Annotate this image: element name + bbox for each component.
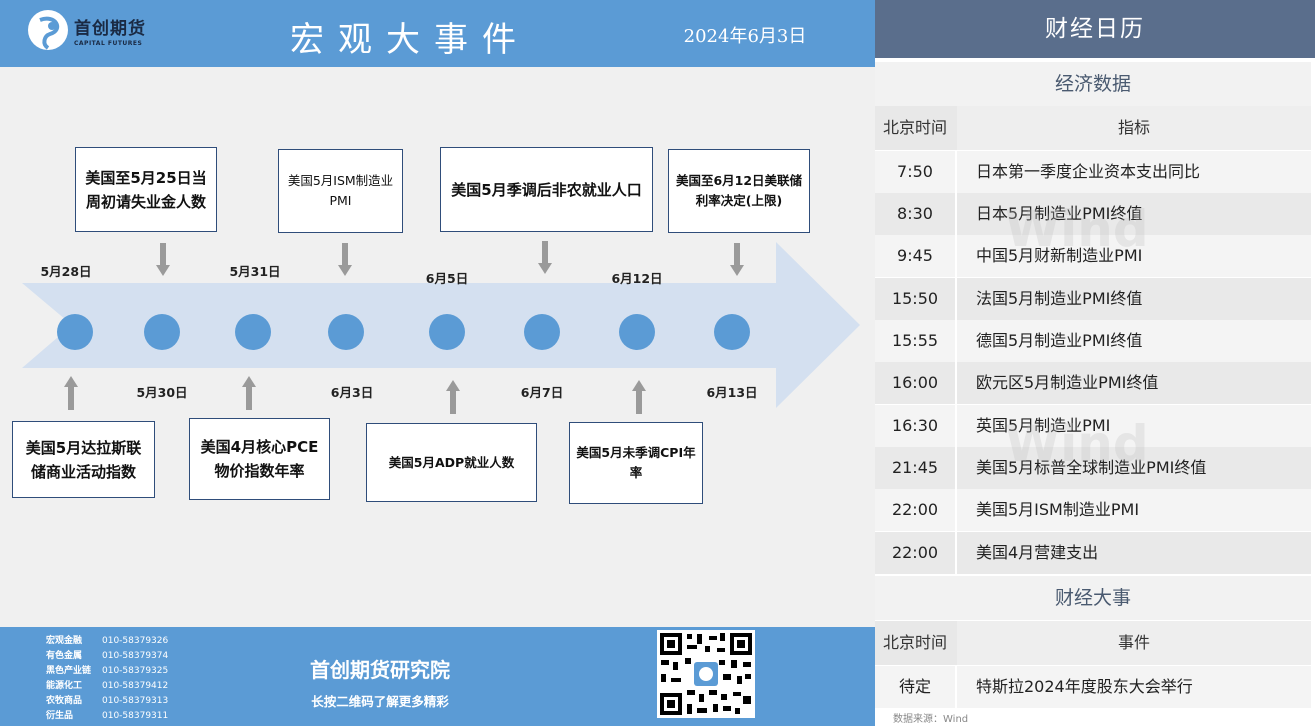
event-box: 美国5月ISM制造业PMI <box>278 149 403 233</box>
event-box: 美国4月核心PCE物价指数年率 <box>189 418 330 500</box>
qr-code-icon[interactable] <box>657 630 755 718</box>
arrow-down-icon <box>338 243 352 276</box>
qr-prompt: 长按二维码了解更多精彩 <box>311 694 449 709</box>
timeline-date: 5月28日 <box>40 264 92 279</box>
capital-futures-logo-icon <box>28 10 68 50</box>
arrow-up-icon <box>64 376 78 410</box>
event-box: 美国5月达拉斯联储商业活动指数 <box>12 421 155 498</box>
event-box: 美国5月ADP就业人数 <box>366 423 537 502</box>
table-row: 待定特斯拉2024年度股东大会举行 <box>875 666 1311 708</box>
timeline-date: 6月3日 <box>330 385 374 400</box>
macro-events-panel: 首创期货 CAPITAL FUTURES 宏观大事件 2024年6月3日 5月2… <box>0 0 875 726</box>
timeline-date: 6月7日 <box>520 385 564 400</box>
timeline-date: 6月5日 <box>425 271 469 286</box>
timeline-arrow <box>22 242 860 408</box>
top-banner: 首创期货 CAPITAL FUTURES 宏观大事件 2024年6月3日 <box>0 0 875 67</box>
timeline-date: 5月31日 <box>229 264 281 279</box>
logo-subtext: CAPITAL FUTURES <box>74 40 143 47</box>
arrow-down-icon <box>730 243 744 276</box>
events-table-header: 北京时间 事件 <box>875 621 1311 665</box>
timeline-dot <box>57 314 93 350</box>
wind-watermark: Wind <box>1005 415 1149 473</box>
arrow-up-icon <box>446 380 460 414</box>
timeline-dot <box>429 314 465 350</box>
timeline-dot <box>235 314 271 350</box>
timeline-dot <box>144 314 180 350</box>
calendar-title: 财经日历 <box>875 0 1315 58</box>
timeline-dot <box>714 314 750 350</box>
timeline-date: 6月12日 <box>611 271 663 286</box>
event-box: 美国5月季调后非农就业人口 <box>440 147 653 232</box>
timeline-dot <box>328 314 364 350</box>
research-institute-name: 首创期货研究院 <box>310 658 450 682</box>
timeline-dot <box>524 314 560 350</box>
col-indicator-header: 指标 <box>957 106 1311 150</box>
arrow-up-icon <box>242 376 256 410</box>
col-event-header: 事件 <box>957 621 1311 665</box>
event-box: 美国5月未季调CPI年率 <box>569 422 703 504</box>
arrow-down-icon <box>156 243 170 276</box>
timeline-date: 6月13日 <box>706 385 758 400</box>
event-box: 美国至6月12日美联储利率决定(上限) <box>668 149 810 233</box>
col-time-header: 北京时间 <box>882 633 947 652</box>
data-source-note: 数据来源：Wind <box>893 714 969 725</box>
arrow-up-icon <box>632 380 646 414</box>
timeline-date: 5月30日 <box>136 385 188 400</box>
col-time-header: 北京时间 <box>882 118 947 137</box>
wind-watermark: Wind <box>1005 200 1149 258</box>
page-title: 宏观大事件 <box>290 20 530 60</box>
econ-table-header: 北京时间 指标 <box>875 106 1311 150</box>
events-section-title: 财经大事 <box>875 576 1311 620</box>
page-date: 2024年6月3日 <box>683 26 807 47</box>
arrow-down-icon <box>538 241 552 274</box>
event-box: 美国至5月25日当周初请失业金人数 <box>75 147 217 232</box>
econ-data-section-title: 经济数据 <box>875 62 1311 106</box>
timeline-dot <box>619 314 655 350</box>
logo-text: 首创期货 <box>74 19 146 39</box>
